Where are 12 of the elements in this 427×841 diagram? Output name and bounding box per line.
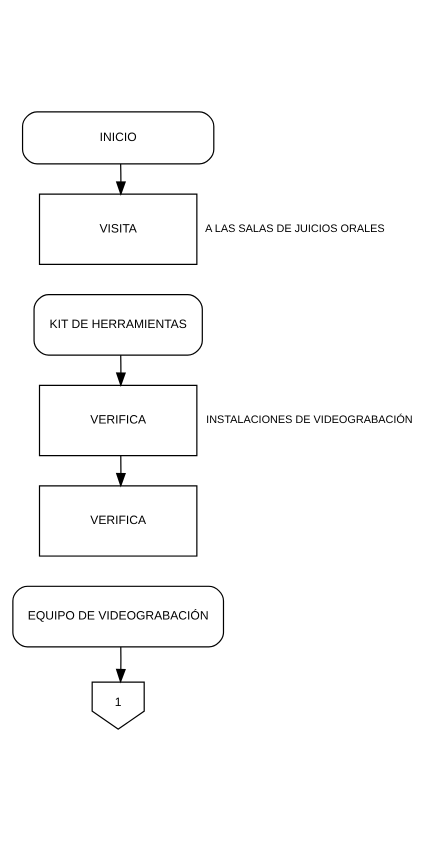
node-label: A LAS SALAS DE JUICIOS ORALES <box>205 222 385 235</box>
arrow <box>116 456 126 488</box>
arrow <box>116 164 126 196</box>
node-box: KIT DE HERRAMIENTAS <box>33 294 203 356</box>
node-box: VISITA <box>38 194 198 265</box>
arrow <box>116 647 126 684</box>
node-box: VERIFICA <box>38 485 198 557</box>
node-label: INSTALACIONES DE VIDEOGRABACIÓN <box>206 414 413 426</box>
node-box: VERIFICA <box>38 384 198 456</box>
node-box: EQUIPO DE VIDEOGRABACIÓN <box>12 586 224 648</box>
arrow <box>116 356 126 387</box>
node-box: INICIO <box>22 111 214 164</box>
